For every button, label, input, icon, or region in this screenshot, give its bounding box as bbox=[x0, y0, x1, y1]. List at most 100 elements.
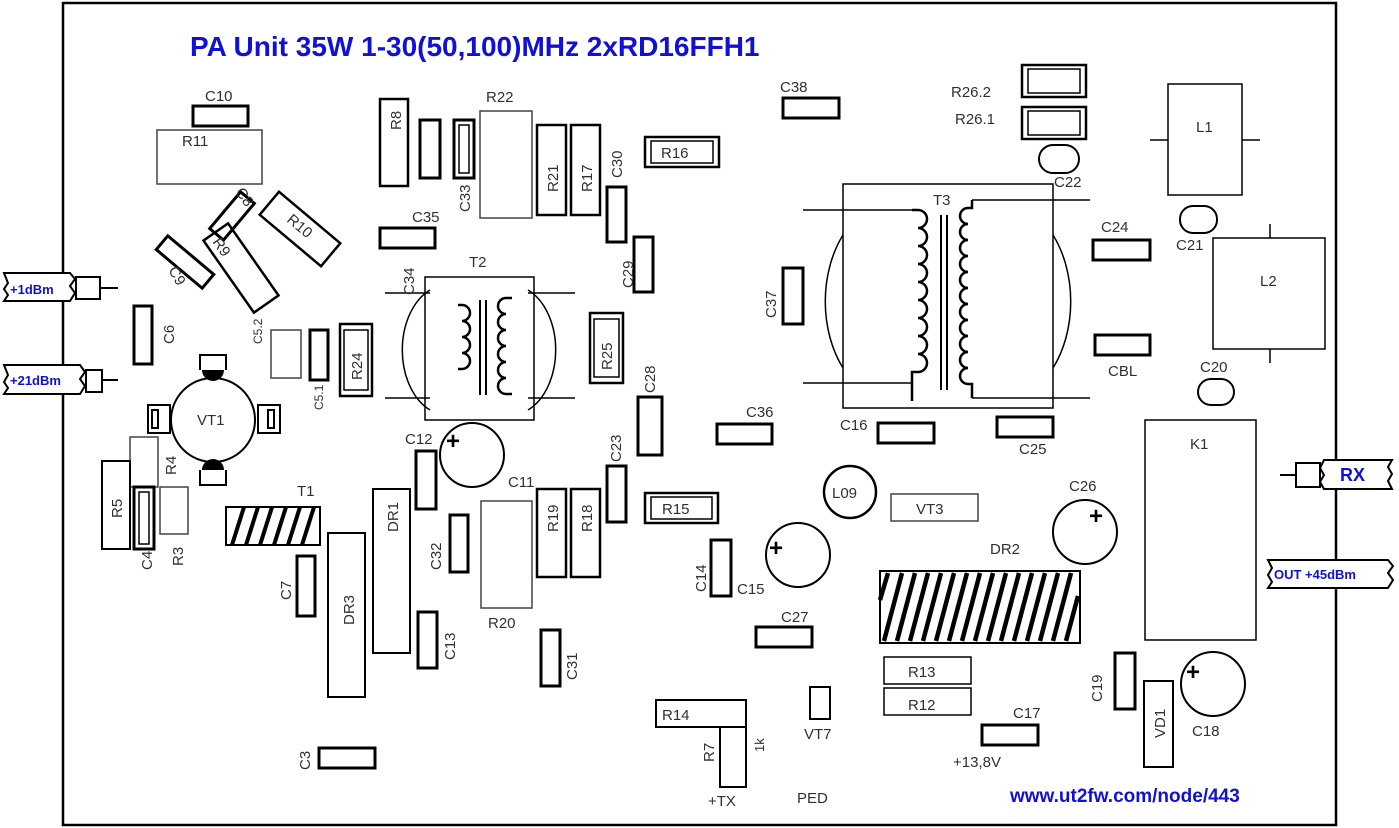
svg-text:OUT +45dBm: OUT +45dBm bbox=[1274, 567, 1356, 582]
svg-text:T3: T3 bbox=[933, 192, 951, 209]
svg-text:C15: C15 bbox=[737, 581, 765, 598]
label-r22: R22 bbox=[486, 89, 514, 106]
label-dr3: DR3 bbox=[341, 595, 358, 625]
label-r14: R14 bbox=[662, 707, 690, 724]
label-cbl: CBL bbox=[1108, 363, 1137, 380]
label-c31: C31 bbox=[564, 652, 581, 680]
label-c32: C32 bbox=[428, 542, 445, 570]
port-in1: +1dBm bbox=[2, 272, 118, 302]
svg-text:DR2: DR2 bbox=[990, 541, 1020, 558]
label-vt7: VT7 bbox=[804, 726, 832, 743]
label-l1: L1 bbox=[1196, 119, 1213, 136]
inductor-dr2: DR2 bbox=[877, 541, 1081, 644]
label-r262: R26.2 bbox=[951, 84, 991, 101]
transformer-t1: T1 bbox=[225, 483, 321, 546]
label-supply: +13,8V bbox=[953, 754, 1001, 771]
capacitor-c26: + C26 bbox=[1052, 478, 1118, 565]
label-r4: R4 bbox=[163, 456, 180, 475]
capacitor-c18: + C18 bbox=[1180, 651, 1246, 740]
label-c24: C24 bbox=[1101, 219, 1129, 236]
label-1k: 1k bbox=[752, 738, 767, 752]
label-l2: L2 bbox=[1260, 273, 1277, 290]
label-c17: C17 bbox=[1013, 705, 1041, 722]
port-out: OUT +45dBm bbox=[1266, 559, 1395, 589]
label-c7: C7 bbox=[278, 581, 295, 600]
capacitor-c15: + C15 bbox=[737, 522, 831, 598]
label-c29: C29 bbox=[620, 260, 637, 288]
svg-text:RX: RX bbox=[1340, 465, 1365, 485]
transformer-t3: T3 bbox=[803, 183, 1090, 409]
label-c27: C27 bbox=[781, 609, 809, 626]
label-r20: R20 bbox=[488, 615, 516, 632]
label-r12: R12 bbox=[908, 697, 936, 714]
label-dr1: DR1 bbox=[385, 502, 402, 532]
label-r8: R8 bbox=[388, 111, 405, 130]
label-c14: C14 bbox=[693, 564, 710, 592]
svg-text:+1dBm: +1dBm bbox=[10, 282, 54, 297]
label-c9: C9 bbox=[165, 264, 189, 289]
svg-text:+: + bbox=[1089, 503, 1103, 530]
label-c19: C19 bbox=[1089, 674, 1106, 702]
svg-text:+21dBm: +21dBm bbox=[10, 373, 61, 388]
label-r24: R24 bbox=[349, 352, 366, 380]
port-rx: RX bbox=[1280, 459, 1394, 490]
label-c21: C21 bbox=[1176, 237, 1204, 254]
label-c16: C16 bbox=[840, 417, 868, 434]
source-url[interactable]: www.ut2fw.com/node/443 bbox=[1009, 786, 1240, 807]
label-r18: R18 bbox=[579, 504, 596, 532]
label-r5: R5 bbox=[109, 499, 126, 518]
label-c37: C37 bbox=[763, 290, 780, 318]
label-c4: C4 bbox=[139, 551, 156, 570]
label-r11: R11 bbox=[182, 133, 208, 150]
label-tx: +TX bbox=[708, 793, 736, 810]
label-r3: R3 bbox=[170, 547, 187, 566]
label-c51: C5.1 bbox=[312, 384, 326, 410]
label-c25: C25 bbox=[1019, 441, 1047, 458]
label-r17: R17 bbox=[579, 164, 596, 192]
label-c34: C34 bbox=[401, 267, 418, 295]
svg-text:+: + bbox=[1186, 659, 1200, 686]
label-r7: R7 bbox=[701, 743, 718, 762]
svg-text:C12: C12 bbox=[405, 431, 433, 448]
svg-text:T1: T1 bbox=[297, 483, 315, 500]
label-r19: R19 bbox=[545, 504, 562, 532]
label-c22: C22 bbox=[1054, 174, 1082, 191]
label-k1: K1 bbox=[1190, 436, 1208, 453]
svg-text:+: + bbox=[769, 535, 783, 562]
label-c3: C3 bbox=[297, 751, 314, 770]
svg-text:T2: T2 bbox=[469, 254, 487, 271]
label-c35: C35 bbox=[412, 209, 440, 226]
board-outline bbox=[61, 1, 1338, 827]
svg-text:C26: C26 bbox=[1069, 478, 1097, 495]
label-c28: C28 bbox=[642, 365, 659, 393]
label-ped: PED bbox=[797, 790, 828, 807]
svg-text:+: + bbox=[446, 428, 460, 455]
label-c36: C36 bbox=[746, 404, 774, 421]
transistor-vt1: VT1 bbox=[147, 354, 281, 486]
label-vt3: VT3 bbox=[916, 501, 944, 518]
label-c11: C11 bbox=[508, 474, 534, 491]
label-c33: C33 bbox=[457, 184, 474, 212]
label-c13: C13 bbox=[442, 632, 459, 660]
label-c20: C20 bbox=[1200, 359, 1228, 376]
svg-text:C18: C18 bbox=[1192, 723, 1220, 740]
port-in2: +21dBm bbox=[2, 364, 118, 395]
label-r25: R25 bbox=[599, 342, 616, 370]
label-r21: R21 bbox=[545, 164, 562, 192]
label-c30: C30 bbox=[609, 150, 626, 178]
label-r261: R26.1 bbox=[955, 111, 995, 128]
transformer-t2: T2 bbox=[385, 254, 575, 421]
label-c23: C23 bbox=[608, 434, 625, 462]
label-c38: C38 bbox=[780, 79, 808, 96]
label-vd1: VD1 bbox=[1152, 709, 1169, 738]
label-c6: C6 bbox=[161, 325, 178, 344]
diagram-title: PA Unit 35W 1-30(50,100)MHz 2xRD16FFH1 bbox=[190, 31, 760, 62]
label-l09: L09 bbox=[832, 485, 857, 502]
label-r15: R15 bbox=[662, 501, 690, 518]
label-r16: R16 bbox=[661, 145, 689, 162]
label-c52: C5.2 bbox=[251, 318, 265, 344]
capacitor-c12: + C12 bbox=[405, 422, 505, 488]
label-c10: C10 bbox=[205, 88, 233, 105]
label-r9: R9 bbox=[209, 235, 234, 260]
